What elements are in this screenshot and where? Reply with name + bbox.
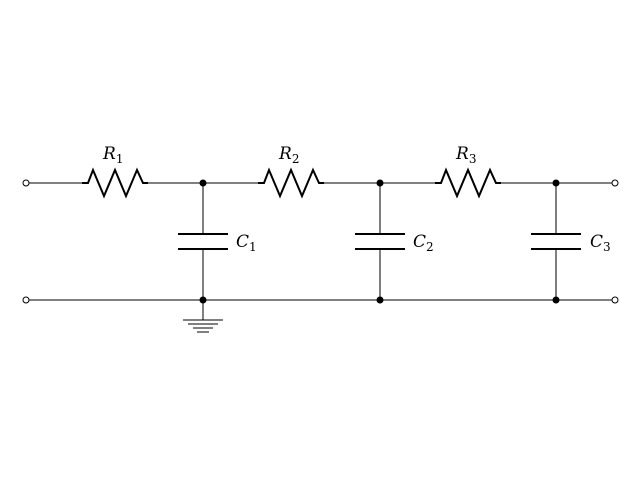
junction-node-top-3 [552,179,560,187]
label-r2: R2 [278,144,299,166]
terminal-output-bottom [611,296,619,304]
junction-node-bottom-1 [199,296,207,304]
label-r3: R3 [455,144,476,166]
resistor-r2 [258,167,324,199]
label-c1: C1 [236,232,257,254]
capacitor-c3 [531,183,581,300]
junction-node-bottom-3 [552,296,560,304]
label-c3: C3 [590,232,611,254]
capacitor-c1 [178,183,228,300]
label-c2: C2 [413,232,434,254]
terminal-input-top [22,179,30,187]
terminal-input-bottom [22,296,30,304]
junction-node-bottom-2 [376,296,384,304]
resistor-r3 [435,167,501,199]
terminal-output-top [611,179,619,187]
capacitor-c2 [355,183,405,300]
junction-node-top-2 [376,179,384,187]
ground-icon [183,300,223,333]
resistor-r1 [82,167,148,199]
label-r1: R1 [102,144,123,166]
junction-node-top-1 [199,179,207,187]
